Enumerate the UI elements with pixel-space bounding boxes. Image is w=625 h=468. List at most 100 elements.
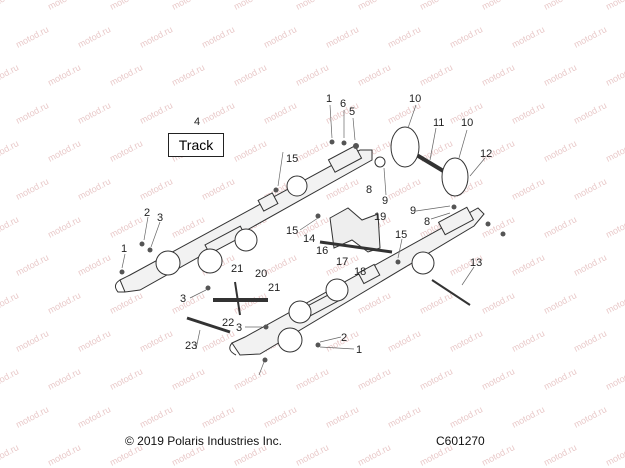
watermark-text: motod.ru	[46, 214, 82, 240]
watermark-text: motod.ru	[604, 442, 625, 468]
watermark-text: motod.ru	[604, 366, 625, 392]
callout-21: 21	[231, 263, 243, 275]
lower-rail	[229, 206, 485, 356]
callout-15: 15	[286, 153, 298, 165]
callout-1: 1	[326, 93, 332, 105]
watermark-text: motod.ru	[76, 328, 112, 354]
watermark-text: motod.ru	[108, 0, 144, 12]
watermark-text: motod.ru	[294, 138, 330, 164]
callout-21: 21	[268, 282, 280, 294]
watermark-text: motod.ru	[572, 404, 608, 430]
callout-9: 9	[410, 205, 416, 217]
watermark-text: motod.ru	[542, 442, 578, 468]
wheel	[288, 300, 312, 324]
watermark-text: motod.ru	[510, 100, 546, 126]
watermark-text: motod.ru	[572, 24, 608, 50]
watermark-text: motod.ru	[262, 24, 298, 50]
callout-19: 19	[374, 211, 386, 223]
callout-4: 4	[194, 116, 200, 128]
watermark-text: motod.ru	[572, 328, 608, 354]
watermark-text: motod.ru	[232, 366, 268, 392]
watermark-text: motod.ru	[510, 24, 546, 50]
upper-rail	[114, 145, 373, 293]
watermark-text: motod.ru	[46, 290, 82, 316]
watermark-text: motod.ru	[448, 328, 484, 354]
watermark-text: motod.ru	[386, 404, 422, 430]
watermark-text: motod.ru	[604, 138, 625, 164]
watermark-text: motod.ru	[232, 0, 268, 12]
watermark-text: motod.ru	[604, 62, 625, 88]
wheel	[325, 278, 349, 302]
callout-17: 17	[336, 256, 348, 268]
watermark-text: motod.ru	[572, 252, 608, 278]
watermark-text: motod.ru	[46, 138, 82, 164]
watermark-text: motod.ru	[76, 24, 112, 50]
watermark-text: motod.ru	[170, 290, 206, 316]
watermark-text: motod.ru	[480, 214, 516, 240]
watermark-text: motod.ru	[480, 290, 516, 316]
watermark-text: motod.ru	[14, 100, 50, 126]
callout-3: 2	[341, 332, 347, 344]
callout-23: 23	[185, 340, 197, 352]
watermark-text: motod.ru	[480, 0, 516, 12]
watermark-text: motod.ru	[46, 62, 82, 88]
watermark-text: motod.ru	[200, 328, 236, 354]
watermark-text: motod.ru	[138, 176, 174, 202]
callout-3: 3	[157, 212, 163, 224]
center-bracket	[319, 207, 393, 254]
watermark-text: motod.ru	[542, 0, 578, 12]
watermark-text: motod.ru	[108, 138, 144, 164]
watermark-text: motod.ru	[0, 214, 20, 240]
rear-idler-wheel	[390, 126, 420, 168]
watermark-text: motod.ru	[572, 100, 608, 126]
watermark-text: motod.ru	[14, 176, 50, 202]
callout-22: 22	[222, 317, 234, 329]
callout-5: 5	[349, 106, 355, 118]
watermark-text: motod.ru	[0, 62, 20, 88]
watermark-text: motod.ru	[324, 404, 360, 430]
watermark-text: motod.ru	[108, 366, 144, 392]
figure-code: C601270	[436, 434, 485, 448]
track-label-box: Track	[168, 133, 224, 157]
watermark-text: motod.ru	[200, 100, 236, 126]
watermark-text: motod.ru	[108, 214, 144, 240]
callout-1: 1	[121, 243, 127, 255]
watermark-text: motod.ru	[418, 366, 454, 392]
watermark-text: motod.ru	[604, 214, 625, 240]
watermark-text: motod.ru	[356, 442, 392, 468]
callout-18: 18	[354, 266, 366, 278]
watermark-text: motod.ru	[480, 62, 516, 88]
callout-16: 16	[316, 245, 328, 257]
watermark-text: motod.ru	[76, 176, 112, 202]
callout-3: 3	[180, 293, 186, 305]
watermark-text: motod.ru	[542, 214, 578, 240]
watermark-text: motod.ru	[14, 252, 50, 278]
shafts	[186, 279, 471, 334]
watermark-text: motod.ru	[542, 290, 578, 316]
watermark-text: motod.ru	[46, 366, 82, 392]
watermark-text: motod.ru	[356, 0, 392, 12]
watermark-text: motod.ru	[76, 252, 112, 278]
watermark-text: motod.ru	[232, 62, 268, 88]
watermark-text: motod.ru	[232, 138, 268, 164]
watermark-text: motod.ru	[386, 176, 422, 202]
watermark-text: motod.ru	[294, 62, 330, 88]
watermark-text: motod.ru	[200, 176, 236, 202]
watermark-text: motod.ru	[46, 442, 82, 468]
watermark-text: motod.ru	[572, 176, 608, 202]
watermark-text: motod.ru	[294, 442, 330, 468]
watermark-text: motod.ru	[448, 404, 484, 430]
watermark-text: motod.ru	[386, 328, 422, 354]
watermark-text: motod.ru	[510, 252, 546, 278]
watermark-text: motod.ru	[604, 290, 625, 316]
callout-10: 10	[461, 117, 473, 129]
watermark-text: motod.ru	[170, 62, 206, 88]
watermark-text: motod.ru	[200, 404, 236, 430]
watermark-text: motod.ru	[14, 404, 50, 430]
watermark-text: motod.ru	[76, 100, 112, 126]
callout-15: 15	[395, 229, 407, 241]
callout-12: 12	[480, 148, 492, 160]
callout-10: 10	[409, 93, 421, 105]
wheel	[155, 250, 181, 276]
